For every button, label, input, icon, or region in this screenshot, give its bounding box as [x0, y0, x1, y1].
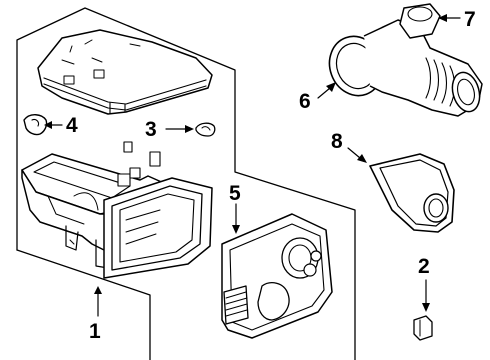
clip-part-4	[23, 114, 48, 136]
callout-6: 6	[299, 90, 311, 113]
callout-7: 7	[464, 8, 476, 31]
callout-2: 2	[418, 255, 430, 278]
callout-5: 5	[229, 182, 241, 205]
outlet-duct-part-6	[328, 3, 483, 117]
resonator-part-5	[221, 213, 333, 339]
callout-8: 8	[331, 130, 343, 153]
inlet-duct	[103, 177, 213, 279]
callout-3: 3	[145, 118, 157, 141]
callout-1: 1	[89, 320, 101, 343]
clip-part-2	[413, 315, 433, 341]
grommet-part-3	[195, 122, 216, 137]
callout-4: 4	[66, 114, 78, 137]
assembly-outline	[16, 7, 356, 360]
callout-labels: 1 2 3 4 5 6 7 8	[66, 8, 476, 343]
leader-lines	[44, 14, 461, 317]
air-cleaner-cover	[37, 29, 213, 115]
adapter-part-8	[369, 153, 455, 233]
